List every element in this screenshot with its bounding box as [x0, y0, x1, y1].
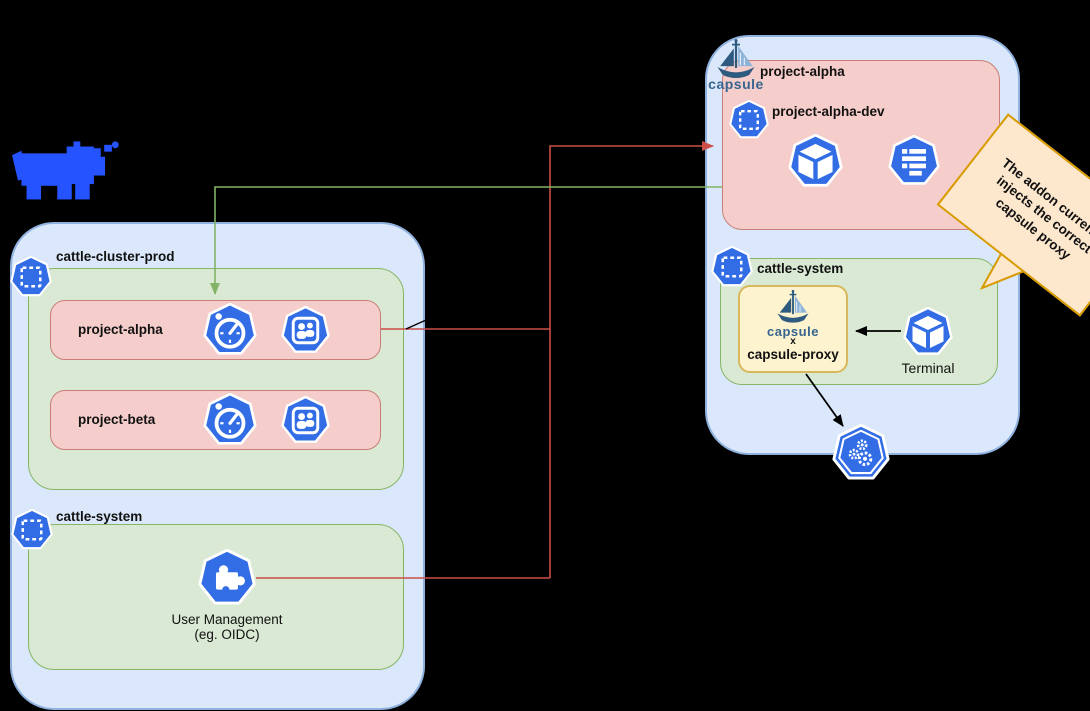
namespace-icon [711, 246, 753, 288]
user-management-line2: (eg. OIDC) [194, 627, 260, 642]
capsule-wordmark: capsule [708, 76, 764, 92]
project-alpha-dev-label: project-alpha-dev [772, 104, 885, 119]
kubernetes-gears-icon [832, 424, 890, 482]
resourcequota-list-icon [888, 135, 940, 187]
terminal-label: Terminal [901, 360, 955, 376]
namespace-icon [11, 509, 53, 551]
limitrange-gauge-icon [203, 393, 257, 447]
namespace-icon [729, 100, 769, 140]
red-arrow-to-dev-namespace [549, 141, 714, 578]
capsule-proxy-badge: x [790, 336, 796, 347]
rancher-cow-logo [10, 138, 125, 202]
pod-icon [788, 134, 843, 189]
user-group-icon [281, 396, 330, 445]
pod-icon [903, 307, 953, 357]
user-group-icon [281, 306, 330, 355]
project-beta-label: project-beta [78, 412, 156, 427]
cluster-name-label: cattle-cluster-prod [56, 249, 175, 264]
tenant-project-alpha-label: project-alpha [760, 64, 845, 79]
capsule-proxy-label: capsule-proxy [747, 347, 839, 362]
crd-puzzle-icon [198, 549, 256, 607]
capsule-cattle-system-label: cattle-system [757, 261, 844, 276]
project-alpha-label: project-alpha [78, 322, 163, 337]
limitrange-gauge-icon [203, 303, 257, 357]
user-management-line1: User Management [171, 612, 283, 627]
capsule-ship-logo [774, 289, 812, 326]
capsule-proxy-wordmark: capsule [767, 324, 819, 339]
cattle-system-label: cattle-system [56, 509, 143, 524]
user-management-label: User Management (eg. OIDC) [117, 612, 337, 642]
namespace-icon [10, 256, 52, 298]
